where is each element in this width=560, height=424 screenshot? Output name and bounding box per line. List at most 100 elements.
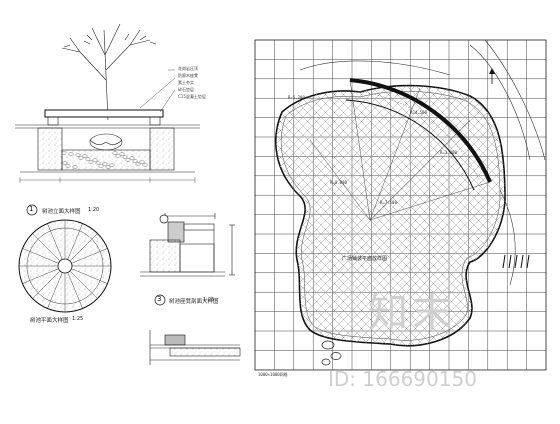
- hatch-line: [275, 85, 413, 346]
- gravel-stone: [142, 163, 148, 167]
- gravel-stone: [135, 162, 141, 166]
- gravel-stone: [132, 159, 138, 163]
- gravel-stone: [98, 164, 104, 168]
- hatch-line: [373, 85, 505, 346]
- hatch-line: [319, 85, 505, 346]
- hatch-line: [382, 85, 505, 346]
- gravel-stone: [112, 151, 118, 155]
- gravel-stone: [115, 154, 121, 158]
- section-note-1: 花岗岩压顶: [178, 66, 198, 71]
- plan-label-1: R=5.200: [288, 95, 305, 100]
- hatch-line: [275, 85, 505, 346]
- hatch-line: [536, 80, 560, 370]
- hatch-line: [275, 85, 350, 346]
- hatch-line: [418, 85, 505, 346]
- pit-spoke: [69, 270, 98, 299]
- hatch-line: [275, 85, 368, 346]
- view-2-scale: 1:25: [72, 316, 84, 322]
- hatch-line: [509, 80, 560, 370]
- hatch-line: [275, 85, 395, 346]
- pit-spoke: [71, 248, 108, 264]
- hatch-line: [275, 85, 332, 346]
- hatch-line: [527, 80, 560, 370]
- plaza-outline: [275, 84, 506, 347]
- view-marker-circles: [26, 204, 169, 306]
- hatch-line: [391, 85, 505, 346]
- hatch-line: [337, 85, 505, 346]
- pit-spoke: [32, 233, 61, 262]
- view-1-number: 1: [29, 205, 34, 213]
- view-3-number: 3: [157, 295, 162, 303]
- hatch-line: [275, 85, 386, 346]
- hatch-line: [400, 85, 505, 346]
- hatch-line: [275, 85, 377, 346]
- hatch-line: [554, 80, 560, 370]
- hatch-line: [0, 80, 259, 370]
- hatch-line: [454, 85, 505, 346]
- arc-bench: [345, 78, 492, 191]
- gravel-stone: [61, 151, 67, 155]
- view-1-title: 树池立面大样图: [42, 209, 81, 215]
- leader-lines: [139, 69, 176, 113]
- tree-elevation: [61, 23, 157, 121]
- plan-label-5: R=7.500: [380, 200, 397, 205]
- hatch-line: [275, 85, 413, 346]
- hatch-line: [554, 80, 560, 370]
- plan-label-2: R=4.500: [410, 110, 427, 115]
- gravel-stone: [72, 165, 78, 169]
- gravel-stone: [85, 157, 91, 161]
- hatch-line: [275, 85, 359, 346]
- grid-note: 1000×1000网格: [258, 372, 288, 377]
- radial-setout-lines: [309, 79, 491, 221]
- section-note-5: C15混凝土垫层: [178, 94, 206, 99]
- section-note-3: 素土夯实: [178, 80, 194, 85]
- hatch-line: [275, 85, 341, 346]
- plan-label-4: R=8.000: [330, 180, 347, 185]
- hatch-line: [275, 85, 395, 346]
- gravel-stone: [122, 155, 128, 159]
- hatch-line: [472, 85, 505, 346]
- hatch-line: [364, 85, 505, 346]
- section-note-4: 碎石垫层: [178, 87, 194, 92]
- hatch-line: [0, 80, 268, 370]
- hatch-line: [409, 85, 505, 346]
- view-1-scale: 1:20: [88, 207, 100, 213]
- hatch-line: [373, 85, 505, 346]
- gravel-stone: [129, 156, 135, 160]
- hatch-line: [472, 85, 505, 346]
- round-pit-plan: [18, 219, 112, 313]
- tree-pit-section: [15, 109, 200, 173]
- hatch-line: [545, 80, 560, 370]
- pit-spoke: [47, 223, 63, 260]
- hatch-line: [427, 85, 505, 346]
- pit-spoke: [32, 270, 61, 299]
- plan-title: 广场铺装平面放样图: [342, 256, 388, 262]
- gravel-stone: [125, 158, 131, 162]
- gravel-stone: [62, 161, 68, 165]
- hatch-line: [275, 85, 278, 346]
- hatch-line: [0, 80, 268, 370]
- outer-path-curves: [299, 39, 546, 286]
- hatch-line: [436, 85, 505, 346]
- gravel-stone: [139, 160, 145, 164]
- hatch-line: [275, 85, 404, 346]
- hatch-line: [275, 85, 476, 346]
- plan-frame: [254, 39, 547, 371]
- pit-spoke: [67, 223, 83, 260]
- hatch-line: [499, 85, 505, 346]
- hatch-line: [310, 85, 505, 346]
- section-dim-line: [19, 177, 196, 183]
- pavement-edge-detail: [149, 330, 241, 365]
- bench-section-detail: [140, 213, 235, 277]
- hatch-line: [275, 85, 505, 346]
- hatch-line: [275, 85, 485, 346]
- gravel-stone: [102, 162, 108, 166]
- watermark-brand: 知末: [368, 290, 456, 336]
- hatch-line: [275, 85, 359, 346]
- hatch-line: [400, 85, 505, 346]
- gravel-stone: [95, 161, 101, 165]
- pit-spoke: [47, 272, 63, 309]
- hatch-line: [490, 85, 505, 346]
- hatch-line: [518, 80, 560, 370]
- hatch-line: [382, 85, 505, 346]
